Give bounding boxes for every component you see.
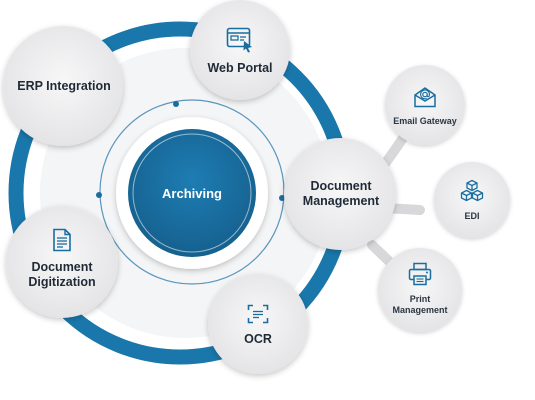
- node-email-gateway: Email Gateway: [393, 76, 457, 136]
- bubble-document-digitization: [6, 206, 118, 318]
- orbit-dot: [173, 101, 179, 107]
- bubble-email-gateway: [385, 65, 465, 145]
- orbit-dot: [279, 195, 285, 201]
- document-management-label: Document Management: [302, 179, 380, 208]
- node-document-digitization: Document Digitization: [12, 226, 112, 292]
- bubble-erp: [3, 26, 123, 146]
- center-circle: [128, 129, 256, 257]
- envelope-at-icon: [413, 86, 437, 113]
- browser-cursor-icon: [226, 27, 254, 58]
- bubble-document-management: [284, 138, 396, 250]
- erp-integration-label: ERP Integration: [17, 78, 111, 93]
- email-gateway-label: Email Gateway: [393, 115, 457, 126]
- center-inner-ring: [132, 133, 252, 253]
- node-ocr: OCR: [223, 298, 293, 352]
- ocr-label: OCR: [244, 331, 272, 346]
- orbit-line: [99, 99, 285, 285]
- node-document-management: Document Management: [296, 174, 386, 214]
- print-management-label: Print Management: [392, 294, 448, 315]
- bubble-web-portal: [190, 0, 290, 100]
- bubble-ocr: [208, 274, 308, 374]
- node-edi: EDI: [442, 176, 502, 224]
- node-erp-integration: ERP Integration: [8, 66, 120, 106]
- bubble-edi: [434, 162, 510, 238]
- node-print-management: Print Management: [384, 258, 456, 320]
- orbit-dot: [96, 192, 102, 198]
- scan-frame-icon: [247, 304, 269, 329]
- bubble-print-management: [378, 248, 462, 332]
- node-web-portal: Web Portal: [195, 18, 285, 84]
- cubes-icon: [459, 179, 485, 208]
- document-icon: [52, 228, 72, 257]
- web-portal-label: Web Portal: [207, 60, 273, 75]
- printer-icon: [408, 262, 432, 291]
- center-label: Archiving: [162, 185, 222, 201]
- edi-label: EDI: [464, 210, 480, 221]
- document-digitization-label: Document Digitization: [28, 260, 96, 289]
